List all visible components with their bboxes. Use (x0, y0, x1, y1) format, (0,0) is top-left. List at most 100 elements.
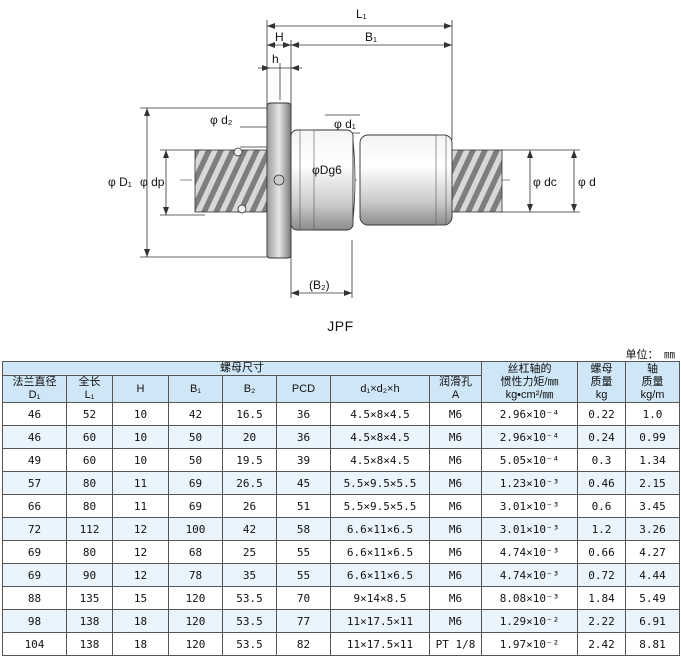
table-cell: 80 (66, 540, 113, 564)
table-cell: 90 (66, 563, 113, 587)
table-cell: 26.5 (222, 471, 277, 495)
table-cell: M6 (429, 517, 482, 541)
table-cell: 50 (168, 425, 223, 449)
table-cell: 55 (276, 563, 331, 587)
arrowheads (144, 23, 577, 296)
table-cell: 53.5 (222, 632, 277, 656)
table-cell: 52 (66, 402, 113, 426)
specification-table: 螺母尺寸 丝杠轴的 惯性力矩/㎜ kg•cm²/㎜ 螺母 质量 kg 轴 质量 … (2, 361, 680, 656)
table-cell: 15 (112, 586, 169, 610)
table-cell: 46 (2, 425, 67, 449)
table-cell: 2.96×10⁻⁴ (481, 402, 578, 426)
table-cell: 25 (222, 540, 277, 564)
group-header-nut-dimensions: 螺母尺寸 (2, 361, 482, 376)
table-cell: 1.97×10⁻² (481, 632, 578, 656)
header-B1: B₁ (168, 375, 223, 403)
unit-note: 单位： ㎜ (625, 349, 676, 361)
table-cell: 53.5 (222, 609, 277, 633)
table-cell: 5.5×9.5×5.5 (330, 494, 430, 518)
table-cell: 50 (168, 448, 223, 472)
left-thread (194, 149, 271, 213)
table-cell: 100 (168, 517, 223, 541)
table-cell: 4.5×8×4.5 (330, 425, 430, 449)
table-cell: 0.24 (577, 425, 626, 449)
dimension-lines (140, 20, 580, 298)
table-cell: 11 (112, 471, 169, 495)
table-cell: 35 (222, 563, 277, 587)
table-cell: 4.74×10⁻³ (481, 563, 578, 587)
table-cell: 66 (2, 494, 67, 518)
table-cell: 42 (168, 402, 223, 426)
table-cell: 0.6 (577, 494, 626, 518)
table-cell: 69 (168, 494, 223, 518)
table-cell: 2.22 (577, 609, 626, 633)
table-cell: 68 (168, 540, 223, 564)
table-cell: M6 (429, 448, 482, 472)
table-cell: 69 (2, 540, 67, 564)
table-cell: 1.34 (625, 448, 680, 472)
header-H: H (112, 375, 169, 403)
table-cell: 16.5 (222, 402, 277, 426)
table-cell: 57 (2, 471, 67, 495)
table-cell: 120 (168, 586, 223, 610)
table-cell: 3.01×10⁻³ (481, 517, 578, 541)
table-cell: 2.96×10⁻⁴ (481, 425, 578, 449)
table-cell: 11 (112, 494, 169, 518)
table-cell: 98 (2, 609, 67, 633)
table-cell: 138 (66, 609, 113, 633)
table-cell: M6 (429, 494, 482, 518)
ball-screw-nut-drawing: L₁ H B₁ h φ d₂ φ d₁ φ D₁ φ dp φDg6 φ dc … (108, 7, 596, 298)
header-PCD: PCD (276, 375, 331, 403)
table-cell: M6 (429, 540, 482, 564)
table-cell: 3.01×10⁻³ (481, 494, 578, 518)
header-flange-diameter: 法兰直径 D₁ (2, 375, 67, 403)
table-cell: 18 (112, 609, 169, 633)
table-cell: PT 1/8 (429, 632, 482, 656)
table-cell: M6 (429, 609, 482, 633)
right-thread (449, 149, 503, 213)
table-cell: 8.81 (625, 632, 680, 656)
table-cell: 8.08×10⁻³ (481, 586, 578, 610)
table-cell: 80 (66, 494, 113, 518)
table-cell: 135 (66, 586, 113, 610)
table-cell: 6.6×11×6.5 (330, 563, 430, 587)
table-cell: 4.74×10⁻³ (481, 540, 578, 564)
table-cell: 55 (276, 540, 331, 564)
nut-body-front (290, 129, 354, 231)
table-cell: 19.5 (222, 448, 277, 472)
table-cell: M6 (429, 563, 482, 587)
table-cell: 36 (276, 425, 331, 449)
table-cell: 26 (222, 494, 277, 518)
drawing-caption: JPF (327, 318, 354, 334)
table-cell: 36 (276, 402, 331, 426)
table-cell: 138 (66, 632, 113, 656)
table-cell: 1.23×10⁻³ (481, 471, 578, 495)
header-inertia: 丝杠轴的 惯性力矩/㎜ kg•cm²/㎜ (481, 361, 578, 403)
table-cell: 58 (276, 517, 331, 541)
table-cell: M6 (429, 402, 482, 426)
label-dc: φ dc (533, 175, 557, 189)
header-shaft-mass: 轴 质量 kg/m (625, 361, 680, 403)
label-H: H (275, 30, 284, 44)
table-cell: 53.5 (222, 586, 277, 610)
label-d1: φ d₁ (334, 117, 356, 131)
table-cell: 42 (222, 517, 277, 541)
table-cell: 0.66 (577, 540, 626, 564)
table-cell: 69 (168, 471, 223, 495)
table-cell: 2.15 (625, 471, 680, 495)
table-cell: 6.6×11×6.5 (330, 540, 430, 564)
table-cell: 5.05×10⁻⁴ (481, 448, 578, 472)
label-d: φ d (578, 175, 596, 189)
table-cell: 1.29×10⁻² (481, 609, 578, 633)
table-cell: 45 (276, 471, 331, 495)
table-cell: 10 (112, 448, 169, 472)
label-d2: φ d₂ (210, 113, 233, 127)
table-cell: 51 (276, 494, 331, 518)
